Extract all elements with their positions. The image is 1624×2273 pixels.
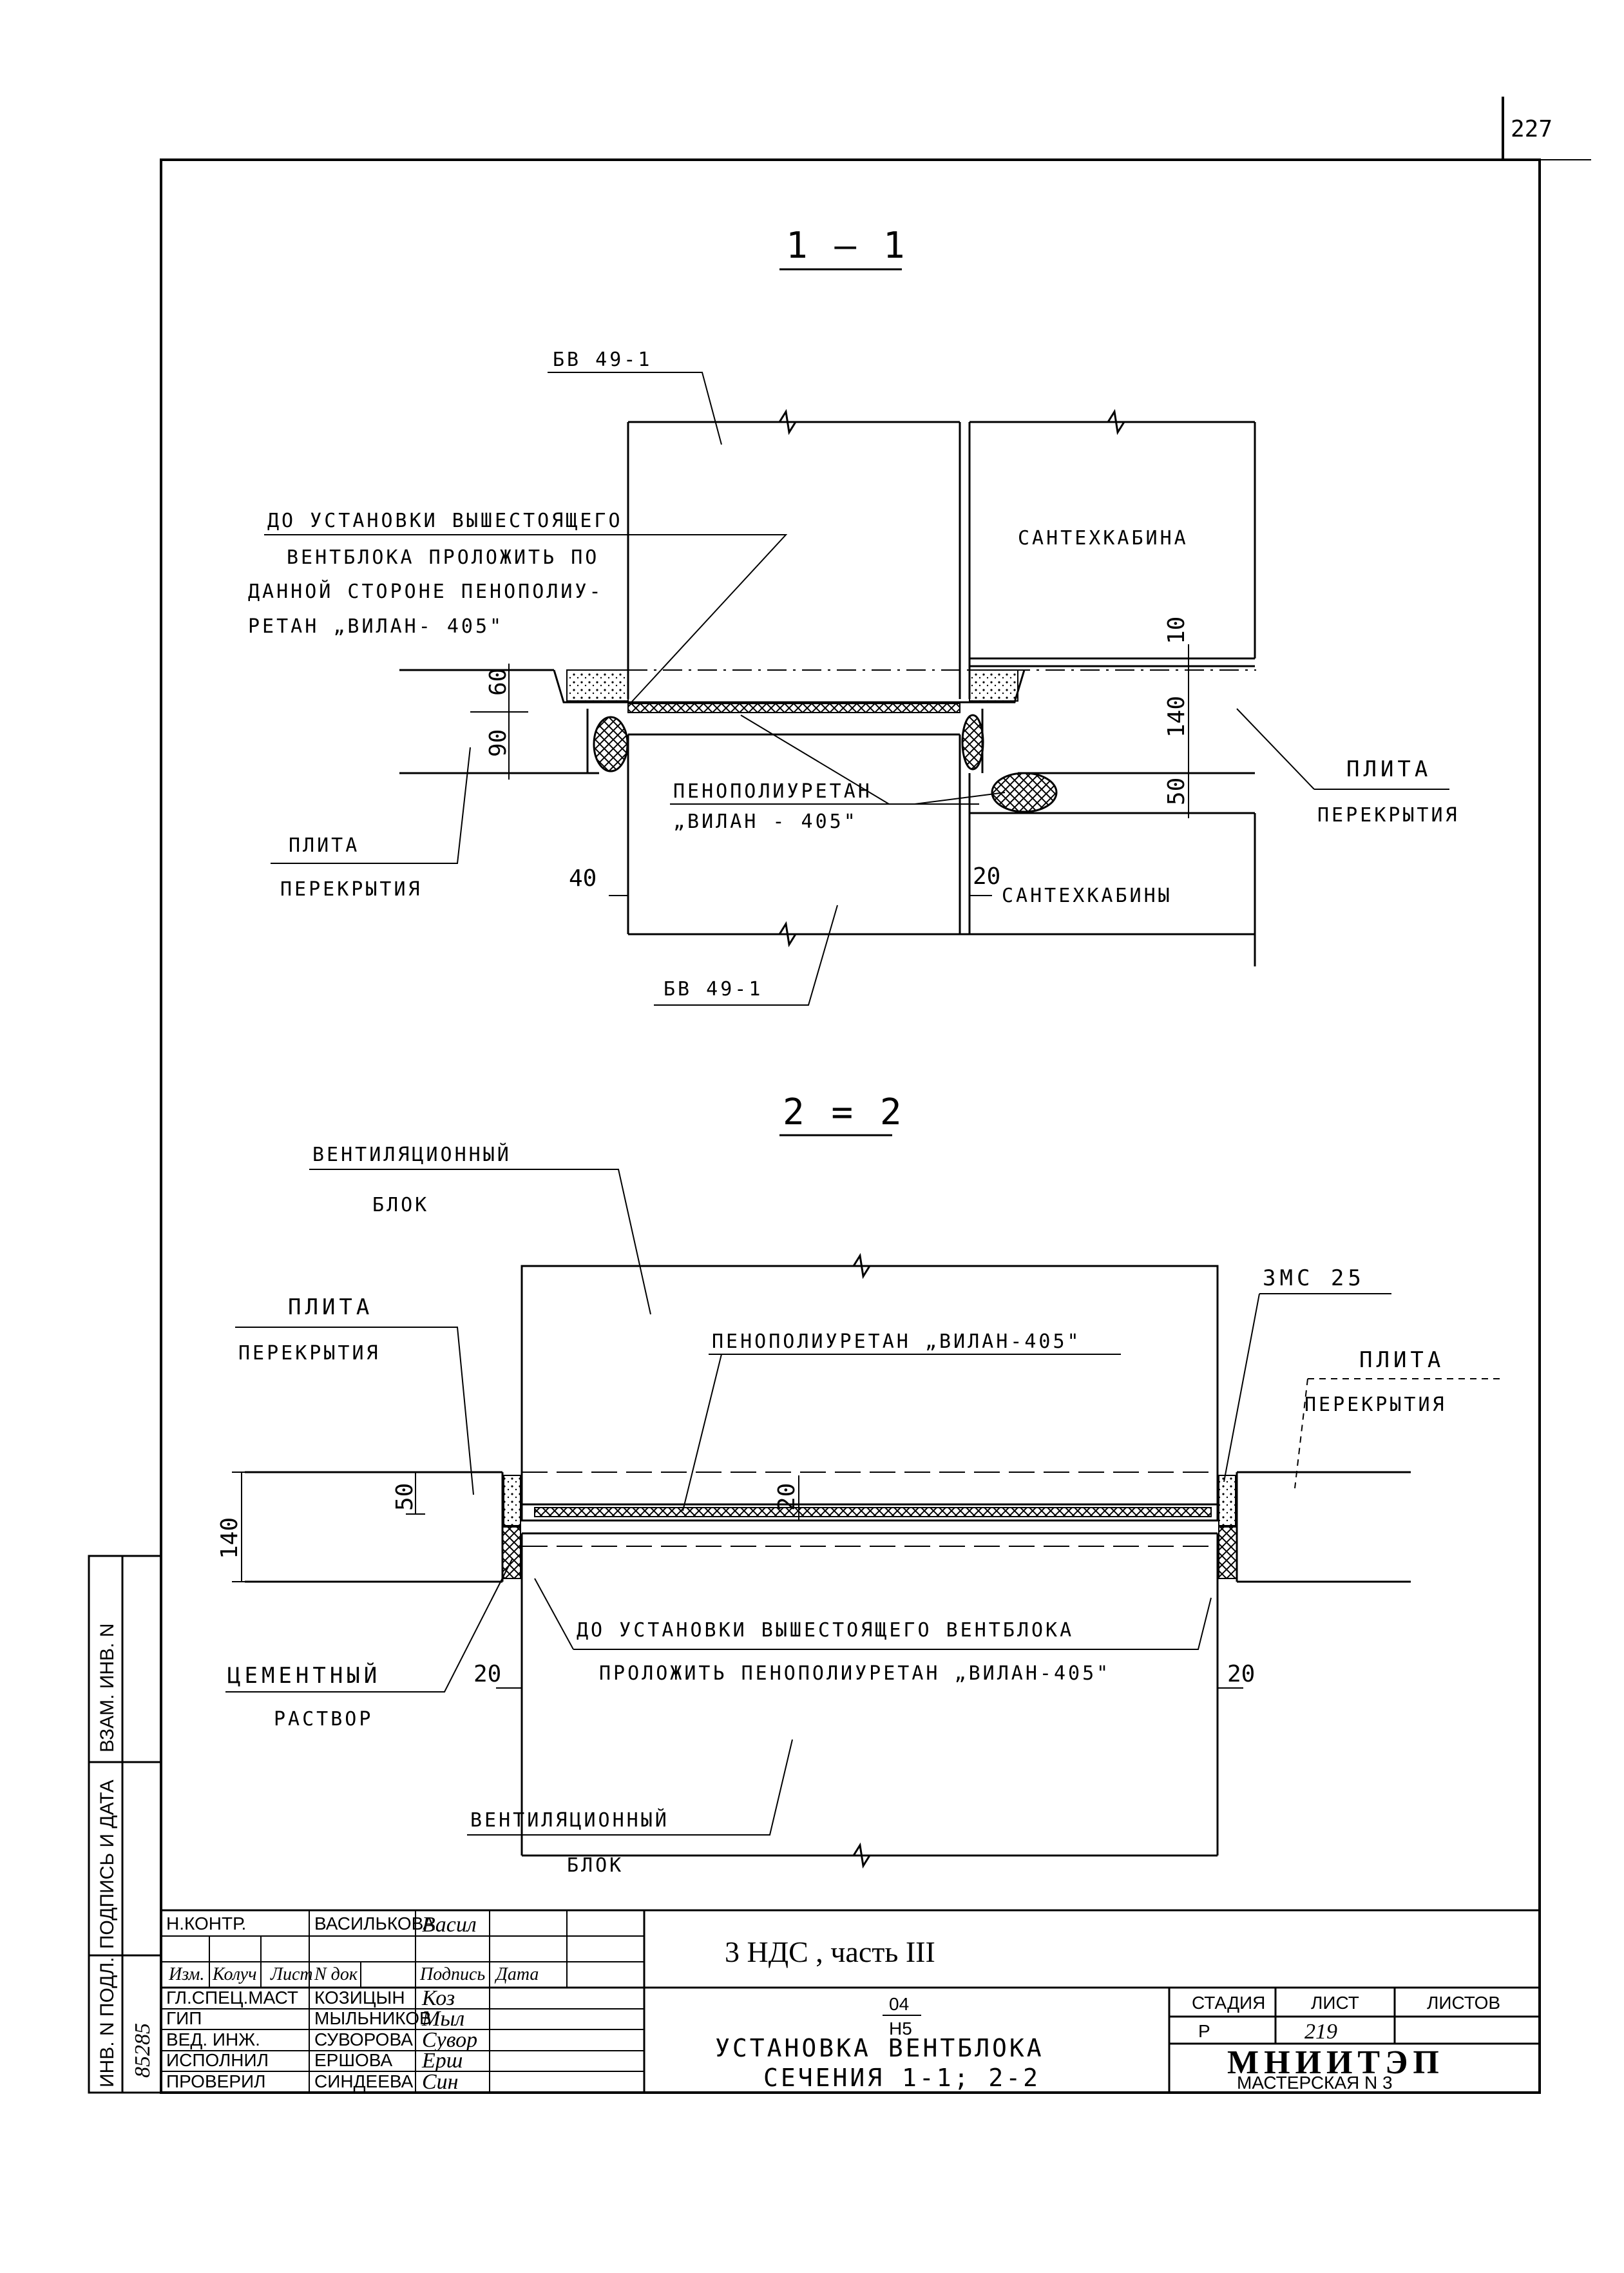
row-4-role: ИСПОЛНИЛ [166,2050,269,2070]
row-5-signature: Син [422,2070,459,2094]
stamp-col-inv-orig: ИНВ. N ПОДЛ. [97,1957,118,2088]
row-5-name: СИНДЕЕВА [314,2071,414,2091]
note-2-line-1: ДО УСТАНОВКИ ВЫШЕСТОЯЩЕГО ВЕНТБЛОКА [577,1619,1074,1642]
row-2-signature: Мыл [421,2007,464,2031]
row-2-role: ГИП [166,2008,202,2028]
label-mortar-2: РАСТВОР [274,1708,373,1731]
label-slab-left-1: ПЛИТА [289,834,359,857]
note-line-1: ДО УСТАНОВКИ ВЫШЕСТОЯЩЕГО [267,510,623,532]
label-slab-left-2-2: ПЕРЕКРЫТИЯ [238,1342,381,1365]
label-foam-2: ПЕНОПОЛИУРЕТАН „ВИЛАН-405" [712,1330,1082,1353]
row-2-name: МЫЛЬНИКОВ [314,2008,432,2028]
project-title: 3 НДС , часть III [725,1935,935,1968]
row-5-role: ПРОВЕРИЛ [166,2071,266,2091]
note-line-4: РЕТАН „ВИЛАН- 405" [248,615,504,638]
label-foam-2: „ВИЛАН - 405" [673,810,858,833]
label-cabin-top: САНТЕХКАБИНА [1018,527,1189,550]
row-3-role: ВЕД. ИНЖ. [166,2029,260,2049]
label-vent-bottom-1: ВЕНТИЛЯЦИОННЫЙ [470,1808,669,1832]
hdr-sheet: ЛИСТ [1311,1993,1359,2013]
drawing-name-2: СЕЧЕНИЯ 1-1; 2-2 [763,2064,1040,2092]
section-1-title: 1 — 1 [786,225,908,267]
organization-name: МНИИТЭП [1227,2044,1444,2081]
hdr-koluch: Колуч [212,1964,256,1984]
label-vent-top-1: ВЕНТИЛЯЦИОННЫЙ [312,1143,511,1166]
organization-workshop: МАСТЕРСКАЯ N 3 [1237,2073,1393,2093]
row-3-signature: Сувор [422,2028,477,2052]
row-1-signature: Коз [421,1986,455,2010]
label-block-top: БВ 49-1 [553,349,652,371]
dim-10: 10 [1163,617,1190,644]
row-4-name: ЕРШОВА [314,2050,393,2070]
stamp-col-signature: ПОДПИСЬ И ДАТА [97,1779,118,1949]
dim-20-mid: 20 [774,1483,800,1511]
label-cabin-bottom: САНТЕХКАБИНЫ [1002,885,1172,907]
side-stamp [88,1555,162,2094]
section-2-title: 2 = 2 [783,1091,904,1133]
label-block-bottom: БВ 49-1 [664,978,763,1001]
dim-50: 50 [1163,778,1190,805]
note-line-3: ДАННОЙ СТОРОНЕ ПЕНОПОЛИУ- [248,580,604,603]
dim-60: 60 [485,668,511,696]
section-1-1: 1 — 1 [248,225,1460,1006]
cement-mortar-right [969,669,1018,702]
drawing-code-bottom: Н5 [889,2019,912,2038]
foam-seal-cabin [991,772,1058,813]
drawing-name-1: УСТАНОВКА ВЕНТБЛОКА [715,2034,1044,2062]
foam-strip-2 [534,1507,1212,1517]
dim-50-2: 50 [392,1483,418,1511]
sheet-value: 219 [1304,2020,1337,2044]
nkontr-name: ВАСИЛЬКОВА [314,1913,435,1933]
foam-seal-right [961,714,984,771]
row-3-name: СУВОРОВА [314,2029,413,2049]
dim-140-2: 140 [216,1517,243,1559]
note-2-line-2: ПРОЛОЖИТЬ ПЕНОПОЛИУРЕТАН „ВИЛАН-405" [599,1662,1111,1685]
foam-strip-1 [627,703,960,713]
label-slab-right-2: ПЕРЕКРЫТИЯ [1317,804,1460,827]
stamp-col-replaced: ВЗАМ. ИНВ. N [97,1624,118,1752]
foam-seal-left [593,716,629,772]
dim-140: 140 [1163,696,1190,738]
dim-20-right: 20 [1227,1661,1255,1687]
label-slab-right-2-1: ПЛИТА [1359,1347,1444,1373]
mortar-joint-right-2 [1218,1526,1237,1579]
hdr-izm: Изм. [168,1964,204,1984]
cement-mortar-left [566,669,629,702]
mortar-joint-left-2 [502,1526,521,1579]
dim-20: 20 [973,863,1000,890]
hdr-stage: СТАДИЯ [1192,1993,1265,2013]
label-slab-left-2-1: ПЛИТА [288,1294,373,1320]
dim-40: 40 [569,865,597,892]
label-slab-right-2-2: ПЕРЕКРЫТИЯ [1304,1394,1447,1416]
hdr-list: Лист [270,1964,313,1984]
title-block [160,1909,1541,2094]
label-slab-left-2: ПЕРЕКРЫТИЯ [280,878,423,901]
nkontr-role: Н.КОНТР. [166,1913,246,1933]
stage-value: Р [1198,2021,1210,2041]
stamp-inv-number: 85285 [131,2023,155,2078]
row-1-role: ГЛ.СПЕЦ.МАСТ [166,1988,298,2008]
label-vent-top-2: БЛОК [372,1194,429,1216]
dim-90: 90 [485,729,511,757]
label-mortar-1: ЦЕМЕНТНЫЙ [227,1662,381,1689]
hdr-data: Дата [494,1964,539,1984]
page-number: 227 [1511,116,1552,142]
row-1-name: КОЗИЦЫН [314,1988,405,2008]
drawing-code-top: 04 [889,1994,909,2014]
hdr-podpis: Подпись [419,1964,485,1984]
note-line-2: ВЕНТБЛОКА ПРОЛОЖИТЬ ПО [287,546,599,569]
section-2-2: 2 = 2 ВЕНТИЛЯЦИОННЫЙ [216,1091,1501,1877]
label-slab-right-1: ПЛИТА [1346,756,1431,782]
hdr-sheets: ЛИСТОВ [1427,1993,1500,2013]
nkontr-signature: Васил [422,1913,477,1937]
label-vent-bottom-2: БЛОК [567,1854,624,1877]
row-4-signature: Ерш [421,2049,463,2073]
upper-vent-block-2 [521,1265,1219,1522]
label-zmc: ЗМС 25 [1263,1265,1365,1291]
dim-20-left: 20 [473,1661,501,1687]
hdr-ndok: N док [314,1964,358,1984]
label-foam-1: ПЕНОПОЛИУРЕТАН [673,780,872,803]
